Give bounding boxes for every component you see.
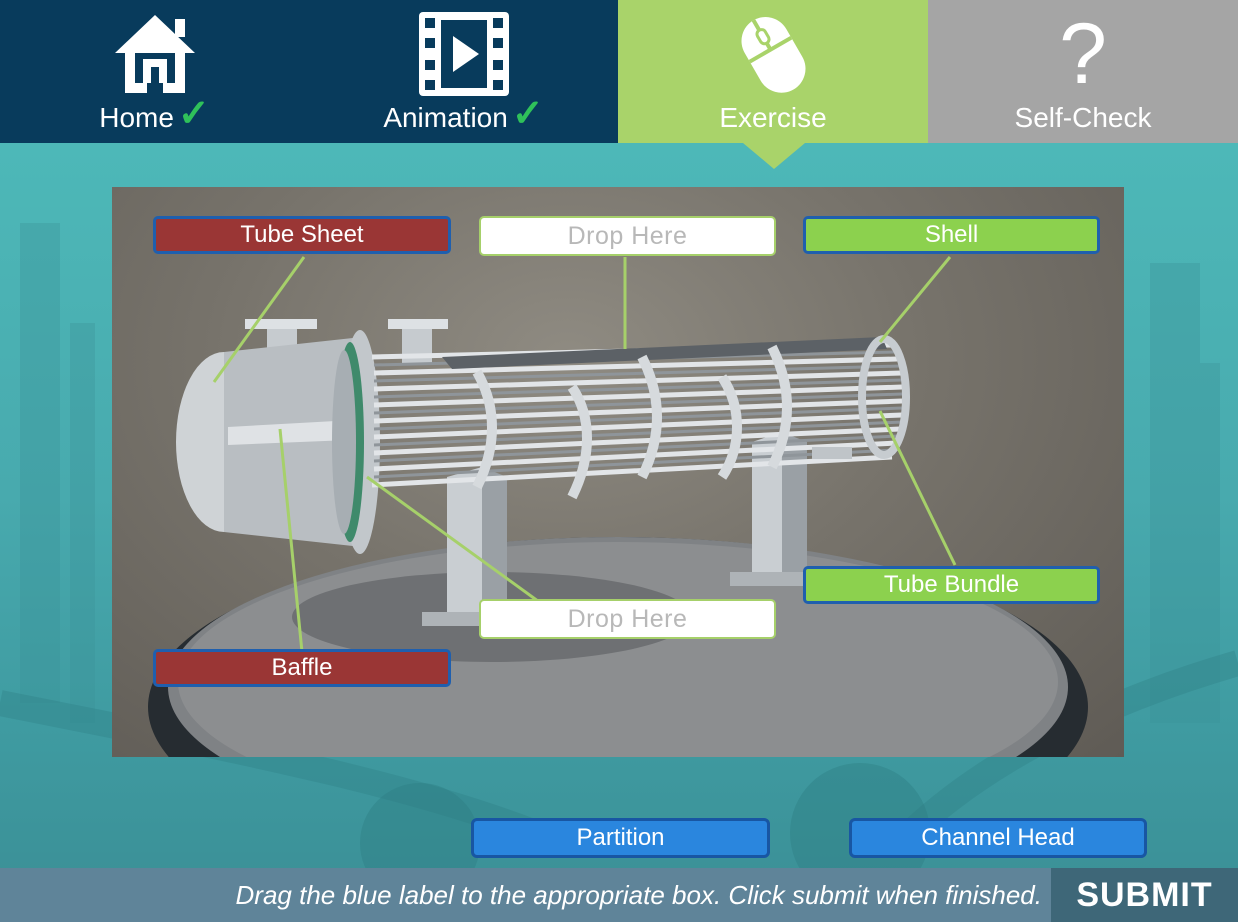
drop-zone-top[interactable]: Drop Here: [479, 216, 776, 256]
draggable-label-channel-head[interactable]: Channel Head: [849, 818, 1147, 858]
label-tube-sheet: Tube Sheet: [153, 216, 451, 254]
label-baffle: Baffle: [153, 649, 451, 687]
draggable-label-partition[interactable]: Partition: [471, 818, 770, 858]
tab-animation[interactable]: Animation ✓: [309, 0, 618, 143]
tube-sheet-leader: [212, 256, 306, 383]
baffle-leader: [278, 428, 304, 653]
checkmark-icon: ✓: [177, 93, 210, 135]
mouse-icon: [735, 10, 811, 98]
drop-bottom-leader: [366, 475, 543, 606]
film-play-icon: [418, 10, 509, 98]
tab-self-check-label: Self-Check: [1014, 102, 1152, 133]
label-tube-bundle: Tube Bundle: [803, 566, 1100, 604]
tube-bundle-leader: [878, 410, 957, 566]
submit-button[interactable]: SUBMIT: [1051, 868, 1238, 922]
tab-exercise-label: Exercise: [719, 102, 827, 133]
shell-leader: [878, 256, 952, 343]
tab-self-check[interactable]: ? Self-Check: [928, 0, 1238, 143]
tab-home-label: Home: [99, 102, 174, 133]
tab-animation-label: Animation: [383, 102, 508, 133]
checkmark-icon: ✓: [511, 93, 544, 135]
instruction-bar: Drag the blue label to the appropriate b…: [0, 868, 1238, 922]
question-icon: ?: [1059, 6, 1107, 102]
top-navigation: Home ✓ Animation ✓: [0, 0, 1238, 143]
tab-home[interactable]: Home ✓: [0, 0, 309, 143]
label-shell: Shell: [803, 216, 1100, 254]
active-tab-pointer: [743, 143, 805, 169]
instruction-text: Drag the blue label to the appropriate b…: [235, 880, 1042, 910]
home-icon: [113, 10, 197, 98]
drop-zone-bottom[interactable]: Drop Here: [479, 599, 776, 639]
tab-exercise[interactable]: Exercise: [618, 0, 928, 143]
